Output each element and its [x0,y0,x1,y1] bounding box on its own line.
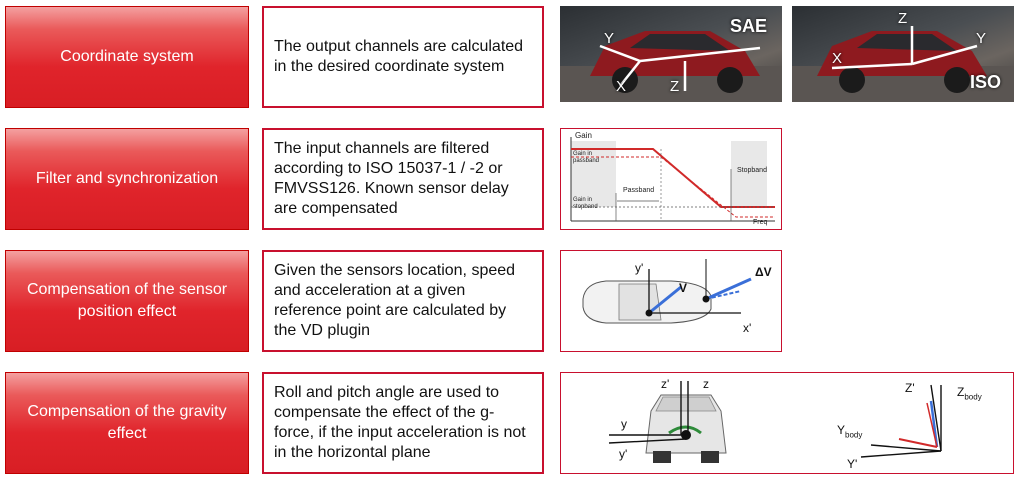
description-text: The input channels are filtered accordin… [274,140,509,217]
filter-diagram: Gain Gain in passband Gain in stopband P… [560,128,782,230]
gain-passband-label: Gain in passband [573,151,600,164]
z-label: z [703,377,709,391]
stopband-label: Stopband [737,167,767,174]
row-coordinate-system: Coordinate system The output channels ar… [0,0,1024,112]
sae-axis-z: Z [670,78,680,95]
row-filter-synchronization: Filter and synchronization The input cha… [0,122,1024,234]
Z-body-label: Zbody [957,385,982,401]
iso-car-photo: Z Y X ISO [792,6,1014,102]
Y-body-main: Y [837,423,846,437]
row-description: Given the sensors location, speed and ac… [262,250,544,352]
iso-axis-y: Y [976,30,987,47]
iso-car-illustration [792,26,1014,102]
Z-body-sub: body [964,392,982,402]
row-description: The input channels are filtered accordin… [262,128,544,230]
delta-v-label: ΔV [755,265,772,279]
x-prime-label: x' [743,321,752,335]
sae-title: SAE [730,16,768,36]
description-text: Given the sensors location, speed and ac… [274,262,516,339]
Z-body-main: Z [957,385,965,399]
gain-stopband-label: Gain in stopband [573,197,598,210]
iso-axis-x: X [832,50,843,67]
iso-title: ISO [970,72,1002,92]
row-gravity-effect: Compensation of the gravity effect Roll … [0,366,1024,478]
y-prime-label: y' [619,447,628,461]
y-prime-label: y' [635,261,644,275]
row-label: Compensation of the gravity effect [5,372,249,474]
row-sensor-position: Compensation of the sensor position effe… [0,244,1024,356]
car-topview-vectors [582,259,752,324]
row-label: Filter and synchronization [5,128,249,230]
description-text: The output channels are calculated in th… [274,38,524,75]
sae-axis-x: X [616,78,627,95]
description-text: Roll and pitch angle are used to compens… [274,384,526,461]
x-axis-title: Freq [753,219,768,226]
row-label: Coordinate system [5,6,249,108]
row-label: Compensation of the sensor position effe… [5,250,249,352]
Z-prime-label: Z' [905,381,915,395]
iso-axis-z: Z [898,10,908,27]
sae-car-photo: SAE Y X Z [560,6,782,102]
z-prime-label: z' [661,377,670,391]
passband-label: Passband [623,187,655,194]
Y-body-label: Ybody [837,423,862,439]
gravity-diagram: z' z y y' Z' Zbody Ybody Y' [560,372,1014,474]
Y-body-sub: body [845,430,863,440]
row-description: Roll and pitch angle are used to compens… [262,372,544,474]
sensor-position-diagram: y' V ΔV x' [560,250,782,352]
Y-prime-label: Y' [847,457,858,471]
gravity-vectors [608,381,942,463]
filter-response-chart [570,137,775,222]
y-label: y [621,417,627,431]
sae-car-illustration [560,31,782,102]
v-label: V [679,281,688,295]
row-description: The output channels are calculated in th… [262,6,544,108]
y-axis-title: Gain [575,131,592,140]
sae-axis-y: Y [604,30,615,47]
